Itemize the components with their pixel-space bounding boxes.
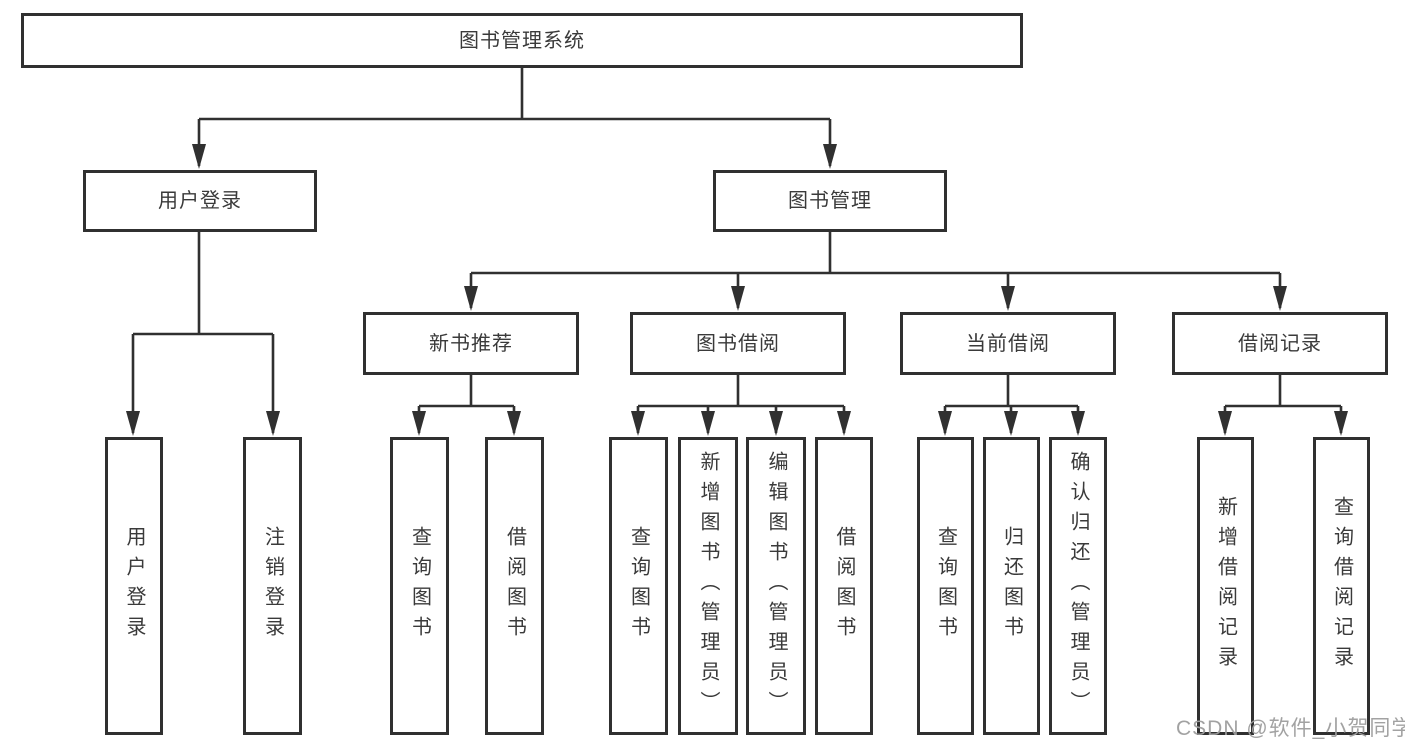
node-label: 图书借阅 <box>696 332 780 355</box>
node-current-borrowing: 当前借阅 <box>900 312 1116 375</box>
node-user-login: 用户登录 <box>83 170 317 232</box>
leaf-borrowing-edit-books-admin: 编辑图书（管理员） <box>746 437 806 735</box>
node-label: 借阅图书 <box>833 526 855 646</box>
node-label: 编辑图书（管理员） <box>765 451 787 721</box>
down-arrowheads <box>126 144 1348 436</box>
leaf-recommend-borrow-books: 借阅图书 <box>485 437 544 735</box>
node-label: 归还图书 <box>1000 526 1023 646</box>
csdn-watermark: CSDN @软件_小贺同学 <box>1176 717 1405 740</box>
node-label: 查询图书 <box>627 526 650 646</box>
node-label: 新书推荐 <box>429 332 513 355</box>
leaf-borrowing-query-books: 查询图书 <box>609 437 668 735</box>
node-book-management: 图书管理 <box>713 170 947 232</box>
leaf-current-confirm-return-admin: 确认归还（管理员） <box>1049 437 1107 735</box>
node-new-book-recommendation: 新书推荐 <box>363 312 579 375</box>
leaf-records-add-borrow-record: 新增借阅记录 <box>1197 437 1254 735</box>
node-label: 图书管理系统 <box>459 29 585 52</box>
node-label: 新增借阅记录 <box>1214 496 1237 676</box>
leaf-current-query-books: 查询图书 <box>917 437 974 735</box>
node-library-management-system: 图书管理系统 <box>21 13 1023 68</box>
node-label: 图书管理 <box>788 190 872 212</box>
node-label: 用户登录 <box>158 190 242 212</box>
connector-paths <box>131 68 1343 433</box>
node-label: 查询借阅记录 <box>1330 496 1353 676</box>
node-label: 注销登录 <box>261 526 284 646</box>
node-book-borrowing: 图书借阅 <box>630 312 846 375</box>
node-label: 查询图书 <box>408 526 431 646</box>
node-label: 当前借阅 <box>966 332 1050 355</box>
leaf-recommend-query-books: 查询图书 <box>390 437 449 735</box>
leaf-user-login: 用户登录 <box>105 437 163 735</box>
leaf-current-return-books: 归还图书 <box>983 437 1040 735</box>
node-label: 查询图书 <box>934 526 957 646</box>
leaf-borrowing-add-books-admin: 新增图书（管理员） <box>678 437 738 735</box>
leaf-records-query-borrow-record: 查询借阅记录 <box>1313 437 1370 735</box>
node-label: 新增图书（管理员） <box>697 451 719 721</box>
node-label: 借阅图书 <box>503 526 526 646</box>
node-borrowing-records: 借阅记录 <box>1172 312 1388 375</box>
node-label: 借阅记录 <box>1238 332 1322 355</box>
leaf-logout: 注销登录 <box>243 437 302 735</box>
node-label: 确认归还（管理员） <box>1067 451 1089 721</box>
leaf-borrowing-borrow-books: 借阅图书 <box>815 437 873 735</box>
node-label: 用户登录 <box>123 526 145 646</box>
